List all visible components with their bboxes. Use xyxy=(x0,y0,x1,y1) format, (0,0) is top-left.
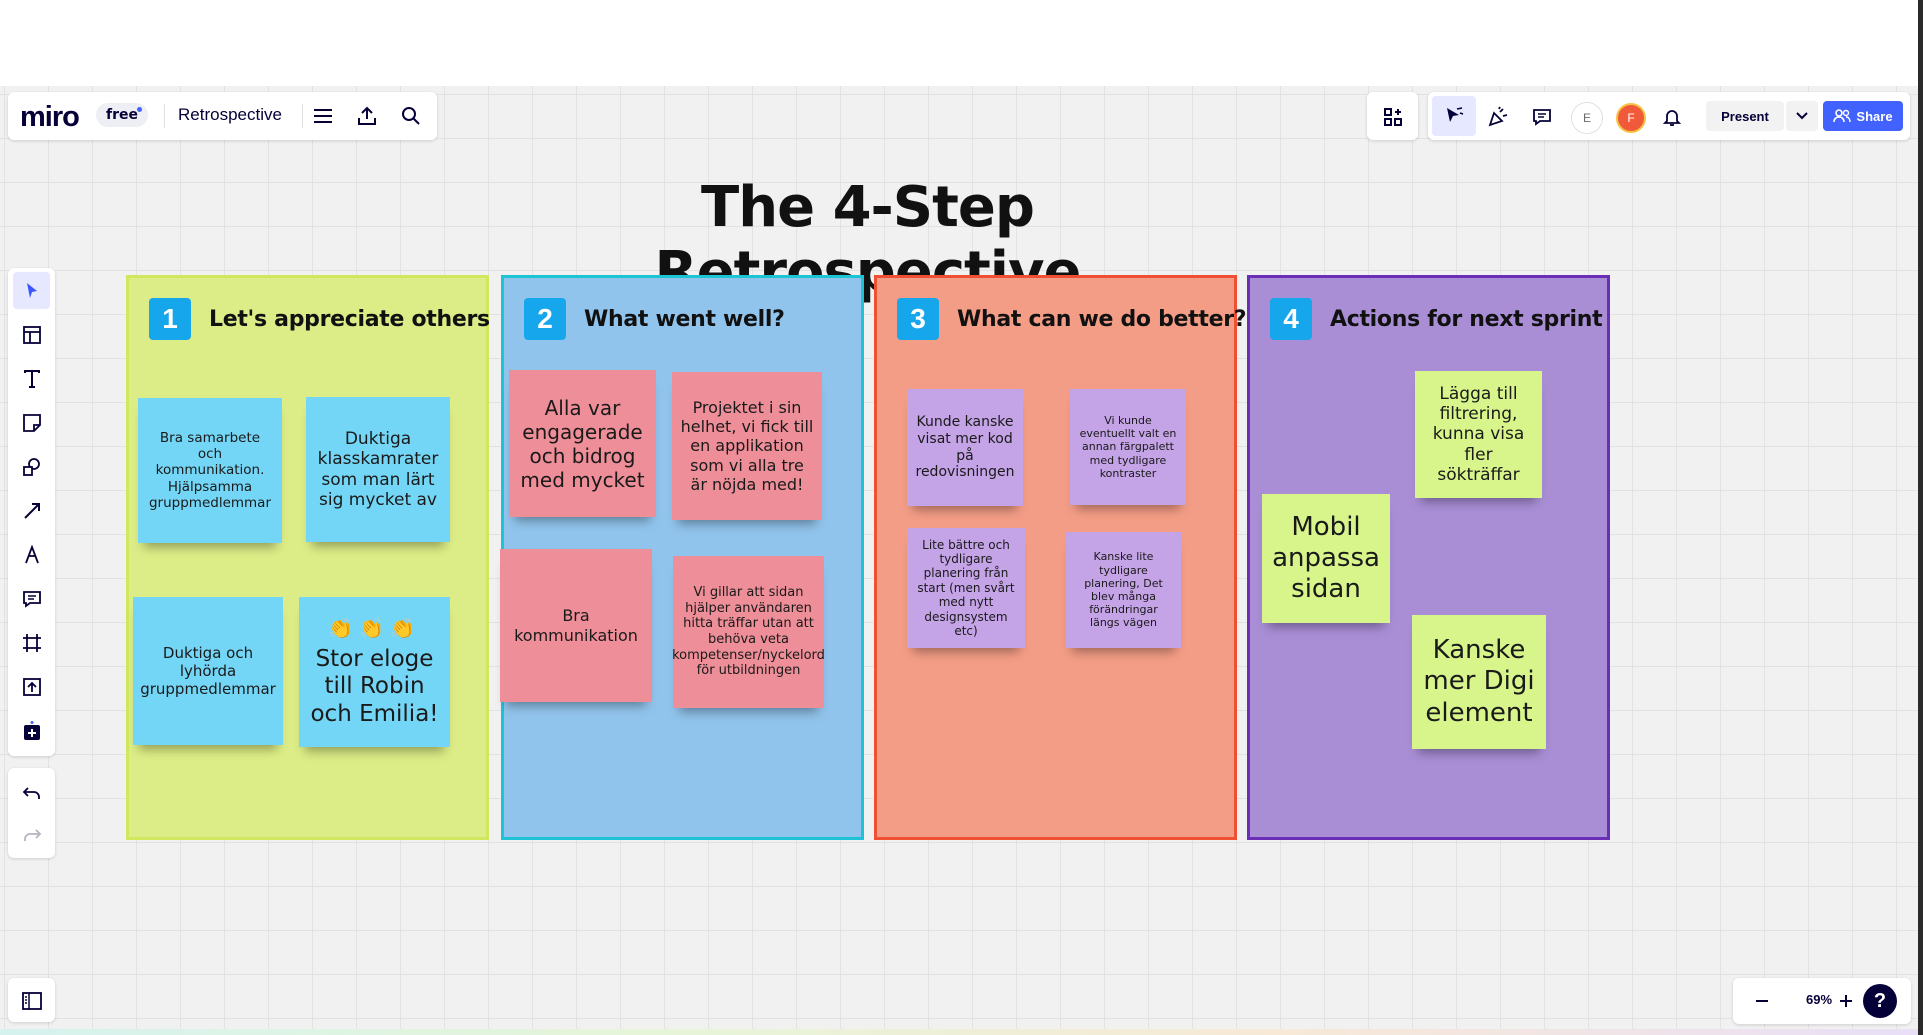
sticky-note-icon[interactable] xyxy=(13,404,50,441)
select-tool-icon[interactable] xyxy=(13,272,50,309)
sticky-note[interactable]: Kanske mer Digi element xyxy=(1412,615,1546,749)
window-edge xyxy=(1918,0,1923,1035)
apps-panel xyxy=(1367,92,1418,140)
sticky-note[interactable]: Lägga till filtrering, kunna visa fler s… xyxy=(1415,371,1542,498)
history-toolbar xyxy=(8,768,55,858)
comments-icon[interactable] xyxy=(1526,102,1558,132)
step-number: 2 xyxy=(524,298,566,340)
frame-icon[interactable] xyxy=(13,624,50,661)
zoom-out-icon[interactable] xyxy=(1747,986,1777,1016)
share-label: Share xyxy=(1856,108,1893,124)
frame-header: 1 Let's appreciate others xyxy=(149,298,490,340)
step-number: 4 xyxy=(1270,298,1312,340)
undo-icon[interactable] xyxy=(13,774,50,811)
zoom-in-icon[interactable] xyxy=(1831,986,1861,1016)
frame-header: 4 Actions for next sprint xyxy=(1270,298,1603,340)
frame-appreciate[interactable]: 1 Let's appreciate others Bra samarbete … xyxy=(126,275,490,840)
cursor-select-icon[interactable] xyxy=(1432,96,1476,136)
browser-top-area xyxy=(0,0,1923,86)
plan-label: free xyxy=(106,107,138,123)
frame-heading: Actions for next sprint xyxy=(1330,306,1603,332)
frame-header: 3 What can we do better? xyxy=(897,298,1247,340)
bottom-edge xyxy=(0,1029,1923,1035)
help-button[interactable]: ? xyxy=(1863,984,1897,1018)
redo-icon[interactable] xyxy=(13,816,50,853)
sticky-note[interactable]: Mobil anpassa sidan xyxy=(1262,494,1390,623)
sticky-note[interactable]: Vi kunde eventuellt valt en annan färgpa… xyxy=(1070,389,1186,505)
sticky-note[interactable]: Projektet i sin helhet, vi fick till en … xyxy=(672,372,822,520)
frame-heading: What went well? xyxy=(584,306,785,332)
sticky-note[interactable]: Vi gillar att sidan hjälper användaren h… xyxy=(672,556,825,708)
frame-header: 2 What went well? xyxy=(524,298,785,340)
comment-icon[interactable] xyxy=(13,580,50,617)
frame-heading: What can we do better? xyxy=(957,306,1247,332)
upload-icon[interactable] xyxy=(353,102,381,130)
board-header: miro free Retrospective xyxy=(8,92,437,140)
text-tool-icon[interactable] xyxy=(13,360,50,397)
sidebar-toggle-icon[interactable] xyxy=(13,982,50,1019)
sticky-note[interactable]: Bra kommunikation xyxy=(500,549,652,702)
shapes-icon[interactable] xyxy=(13,448,50,485)
plan-badge[interactable]: free xyxy=(96,103,148,127)
divider xyxy=(164,104,165,128)
board-title[interactable]: The 4-Step Retrospective xyxy=(654,175,1081,305)
present-dropdown[interactable] xyxy=(1786,101,1818,131)
templates-icon[interactable] xyxy=(13,316,50,353)
apps-icon[interactable] xyxy=(1377,102,1409,132)
search-icon[interactable] xyxy=(397,102,425,130)
zoom-level[interactable]: 69% xyxy=(1805,992,1833,1007)
chevron-down-icon xyxy=(1796,112,1808,120)
celebrate-icon[interactable] xyxy=(1482,102,1514,132)
sticky-text: Stor eloge till Robin och Emilia! xyxy=(310,645,439,727)
share-button[interactable]: Share xyxy=(1823,101,1903,131)
board-panel-toggle xyxy=(8,978,55,1022)
avatar-f[interactable]: F xyxy=(1616,103,1646,133)
avatar-initial: E xyxy=(1582,111,1591,125)
zoom-controls: 69% ? xyxy=(1733,978,1911,1024)
clapping-hands-icon: 👏👏👏 xyxy=(328,615,421,640)
present-button[interactable]: Present xyxy=(1706,101,1784,131)
sticky-note[interactable]: Alla var engagerade och bidrog med mycke… xyxy=(509,370,656,517)
sticky-note[interactable]: Duktiga klasskamrater som man lärt sig m… xyxy=(306,397,450,542)
plan-dot xyxy=(137,107,142,112)
sticky-note[interactable]: 👏👏👏 Stor eloge till Robin och Emilia! xyxy=(299,597,450,747)
pen-icon[interactable] xyxy=(13,536,50,573)
users-icon xyxy=(1833,109,1852,123)
avatar-initial: F xyxy=(1627,111,1635,125)
notifications-icon[interactable] xyxy=(1656,102,1688,132)
connection-line-icon[interactable] xyxy=(13,492,50,529)
sticky-note[interactable]: Kunde kanske visat mer kod på redovisnin… xyxy=(907,389,1023,506)
frame-actions[interactable]: 4 Actions for next sprint Lägga till fil… xyxy=(1247,275,1610,840)
sticky-note[interactable]: Duktiga och lyhörda gruppmedlemmar xyxy=(133,597,283,745)
more-apps-icon[interactable] xyxy=(13,712,50,749)
board-name[interactable]: Retrospective xyxy=(178,105,282,124)
upload-tool-icon[interactable] xyxy=(13,668,50,705)
menu-icon[interactable] xyxy=(309,102,337,130)
frame-went-well[interactable]: 2 What went well? Alla var engagerade oc… xyxy=(500,275,864,840)
miro-logo[interactable]: miro xyxy=(20,101,80,133)
collab-toolbar: E F Present Share xyxy=(1428,92,1910,140)
divider xyxy=(302,104,303,128)
creation-toolbar xyxy=(8,268,55,756)
sticky-note[interactable]: Kanske lite tydligare planering, Det ble… xyxy=(1066,532,1181,648)
frame-do-better[interactable]: 3 What can we do better? Kunde kanske vi… xyxy=(874,275,1247,840)
frame-heading: Let's appreciate others xyxy=(209,306,490,332)
avatar-e[interactable]: E xyxy=(1572,103,1602,133)
step-number: 3 xyxy=(897,298,939,340)
sticky-note[interactable]: Bra samarbete och kommunikation. Hjälpsa… xyxy=(138,398,282,543)
step-number: 1 xyxy=(149,298,191,340)
sticky-note[interactable]: Lite bättre och tydligare planering från… xyxy=(907,528,1025,648)
